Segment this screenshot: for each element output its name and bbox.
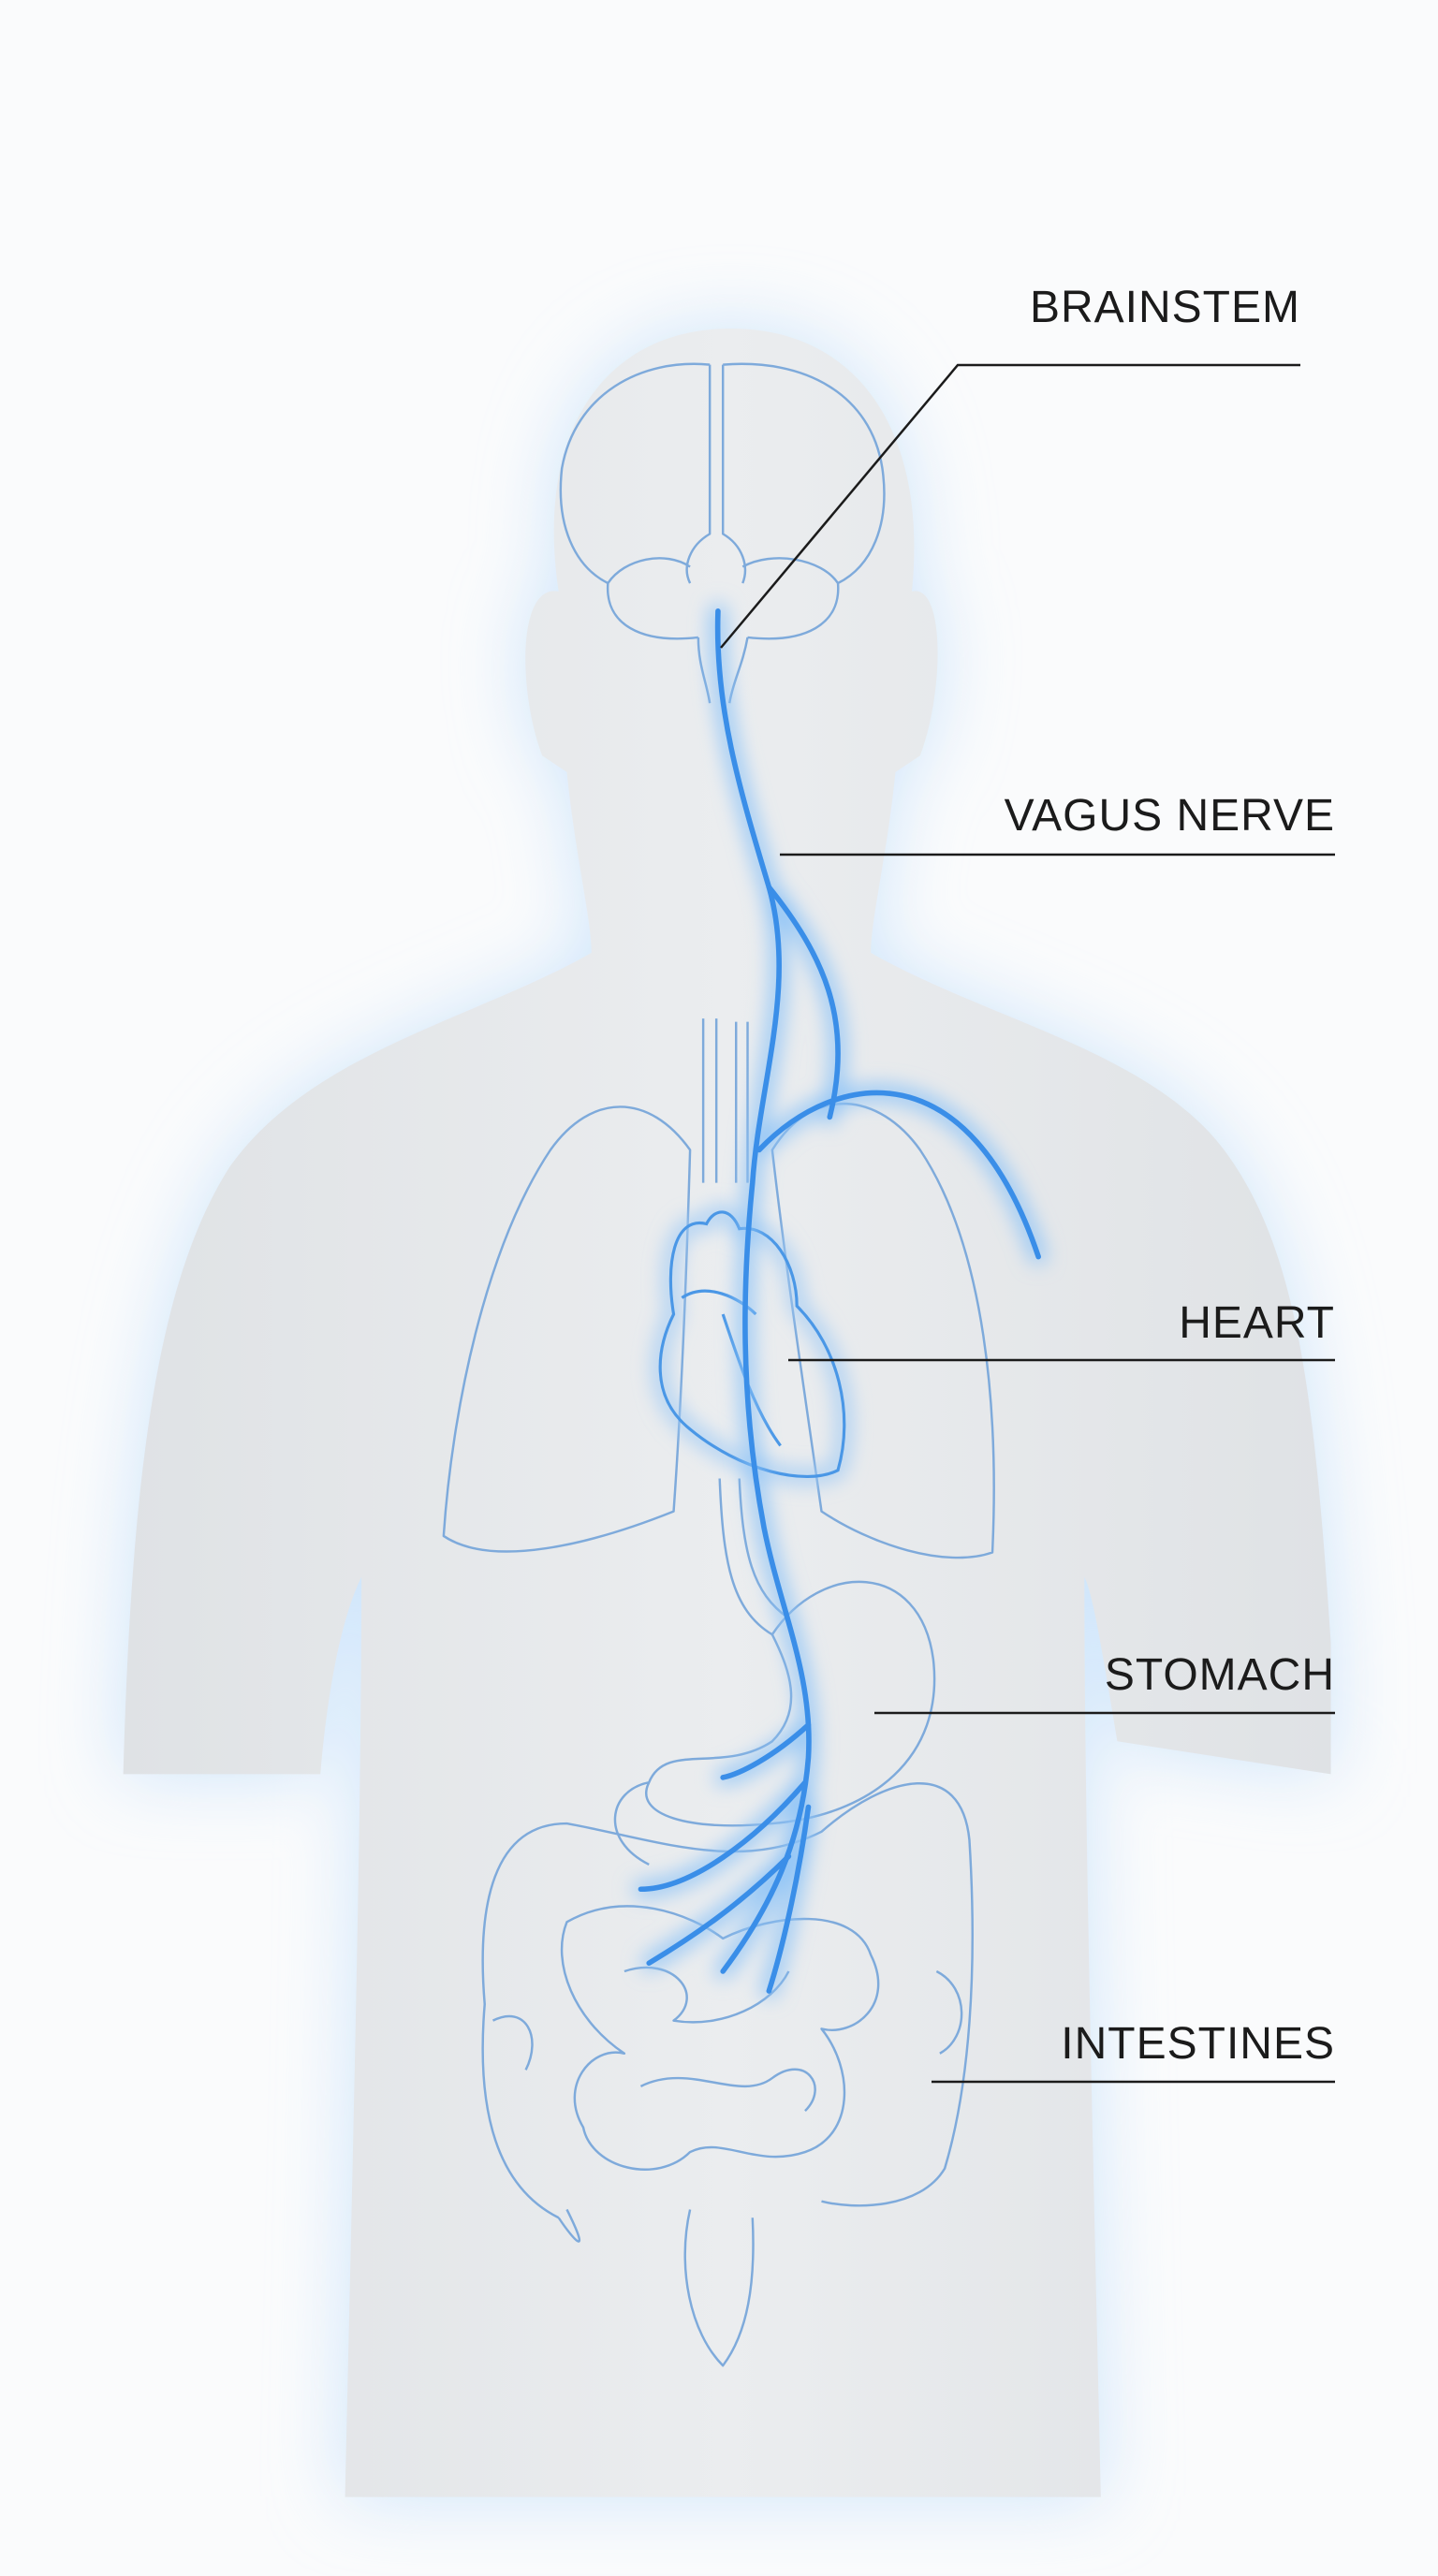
small-intestine	[560, 1905, 880, 2171]
right-lung	[770, 1102, 995, 1559]
leader-lines	[720, 363, 1335, 2084]
trachea	[701, 1018, 749, 1183]
body-silhouette	[123, 329, 1331, 2497]
large-intestine	[481, 1782, 974, 2243]
rectum	[683, 2209, 755, 2367]
label-vagus-nerve: VAGUS NERVE	[1004, 791, 1335, 841]
label-brainstem: BRAINSTEM	[1029, 283, 1300, 332]
brainstem-leader-line	[720, 363, 1300, 649]
label-stomach: STOMACH	[1104, 1650, 1335, 1700]
left-lung	[442, 1105, 692, 1553]
label-intestines: INTESTINES	[1061, 2019, 1335, 2069]
esophagus	[718, 1478, 790, 1636]
vagus-nerve-path	[633, 603, 1047, 1998]
label-heart: HEART	[1179, 1298, 1335, 1348]
stomach-outline	[613, 1580, 936, 1866]
